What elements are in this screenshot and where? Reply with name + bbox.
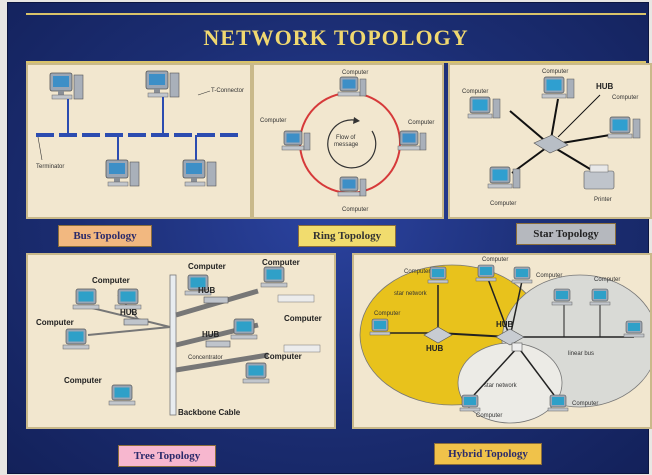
hybrid-computer-label-2: Computer (482, 257, 508, 263)
tree-computer-label-5: Computer (284, 314, 322, 323)
bus-topology-panel: T-Connector Terminator (26, 63, 252, 219)
hybrid-hub-label-1: HUB (426, 344, 444, 353)
tree-computer-label-3: Computer (188, 262, 226, 271)
star-computer-label-bottom: Computer (490, 201, 516, 207)
tree-computer-label-4: Computer (262, 258, 300, 267)
star-hub-label: HUB (596, 82, 614, 91)
hybrid-computer-label-3: Computer (536, 273, 562, 279)
hybrid-topology-panel: Computer Computer Computer Computer Comp… (352, 253, 652, 429)
tree-computer-label-1: Computer (92, 276, 130, 285)
hybrid-computer-label-1: Computer (404, 269, 430, 275)
poster-title-bar: NETWORK TOPOLOGY (26, 13, 646, 63)
bus-terminator-label: Terminator (36, 164, 64, 170)
ring-flow-label: Flow of (336, 135, 356, 141)
hybrid-hub-label-2: HUB (496, 320, 514, 329)
tree-hub-label-3: HUB (202, 330, 220, 339)
ring-topology-panel: Flow of message Computer Computer Comput… (252, 63, 444, 219)
star-computer-label-hub: Computer (612, 95, 638, 101)
tree-diagram: Computer Computer Computer Computer Comp… (36, 258, 322, 417)
star-printer-label: Printer (594, 197, 612, 203)
tree-hub-label-2: HUB (198, 286, 216, 295)
poster-board: NETWORK TOPOLOGY T-Connector Terminat (8, 3, 652, 473)
hybrid-star-network-label-2: star network (484, 383, 518, 389)
hybrid-topology-label: Hybrid Topology (434, 443, 542, 465)
bus-topology-label: Bus Topology (58, 225, 152, 247)
star-topology-label: Star Topology (516, 223, 616, 245)
tree-computer-label-6: Computer (264, 352, 302, 361)
ring-computer-label-right: Computer (408, 120, 434, 126)
star-computer-label-left: Computer (462, 89, 488, 95)
hybrid-computer-label-4: Computer (594, 277, 620, 283)
hybrid-star-network-label-1: star network (394, 291, 428, 297)
hybrid-diagram: Computer Computer Computer Computer Comp… (359, 257, 650, 424)
ring-computer-label-left: Computer (260, 118, 286, 124)
ring-topology-label: Ring Topology (298, 225, 396, 247)
bus-diagram: T-Connector Terminator (36, 70, 244, 187)
ring-message-label: message (334, 142, 359, 148)
ring-computer-label-bottom: Computer (342, 207, 368, 213)
ring-diagram: Flow of message Computer Computer Comput… (260, 70, 434, 213)
poster-title: NETWORK TOPOLOGY (203, 25, 469, 50)
star-diagram: HUB Computer Computer Computer Computer … (462, 69, 641, 207)
star-topology-panel: HUB Computer Computer Computer Computer … (448, 63, 652, 219)
tree-computer-label-2: Computer (36, 318, 74, 327)
tree-topology-panel: Computer Computer Computer Computer Comp… (26, 253, 336, 429)
ring-computer-label-top: Computer (342, 70, 368, 76)
hybrid-computer-label-6: Computer (476, 413, 502, 419)
bus-t-connector-label: T-Connector (211, 88, 244, 94)
tree-computer-label-7: Computer (64, 376, 102, 385)
hybrid-computer-label-5: Computer (374, 311, 400, 317)
tree-hub-label-1: HUB (120, 308, 138, 317)
star-computer-label-top: Computer (542, 69, 568, 75)
tree-backbone-label: Backbone Cable (178, 408, 241, 417)
hybrid-computer-label-7: Computer (572, 401, 598, 407)
tree-topology-label: Tree Topology (118, 445, 216, 467)
hybrid-linear-bus-label: linear bus (568, 351, 594, 357)
tree-concentrator-label: Concentrator (188, 355, 223, 361)
